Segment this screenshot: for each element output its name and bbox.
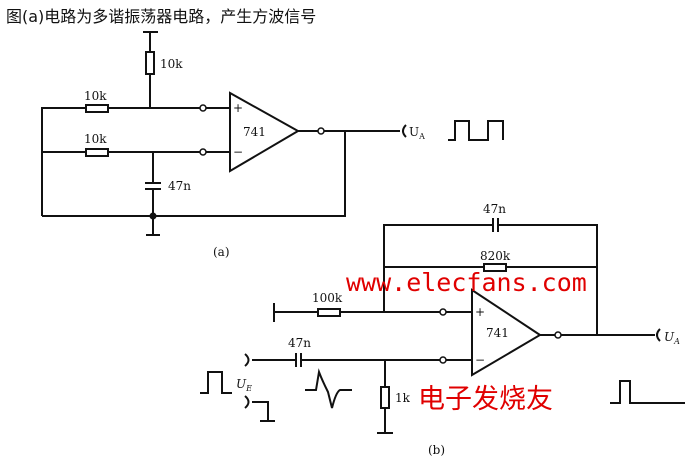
input-connector bbox=[244, 395, 250, 409]
plus-sign: + bbox=[233, 101, 243, 115]
label-a: (a) bbox=[213, 245, 230, 259]
resistor-minus bbox=[85, 148, 109, 157]
wire bbox=[252, 401, 269, 421]
r-ground-label: 1k bbox=[395, 391, 411, 405]
square-wave bbox=[448, 120, 504, 141]
input-label: UE bbox=[236, 377, 252, 393]
r-minus-label: 10k bbox=[84, 132, 107, 146]
differentiated-spike bbox=[305, 368, 352, 409]
output-label: UA bbox=[664, 330, 680, 346]
c-input-label: 47n bbox=[288, 336, 311, 350]
r-plus-label: 10k bbox=[84, 89, 107, 103]
input-pulse bbox=[200, 371, 232, 394]
wire bbox=[498, 224, 598, 335]
terminal bbox=[439, 356, 447, 364]
plus-sign: + bbox=[475, 305, 485, 319]
terminal bbox=[317, 127, 325, 135]
resistor-input bbox=[317, 308, 341, 317]
resistor-plus bbox=[85, 104, 109, 113]
output-connector bbox=[402, 124, 407, 138]
watermark-url: www.elecfans.com bbox=[346, 268, 587, 297]
circuit-a: 10k 10k 10k 47n 741 + − UA (a) bbox=[41, 31, 504, 259]
watermark-name: 电子发烧友 bbox=[418, 384, 553, 415]
minus-sign: − bbox=[233, 145, 243, 159]
r-feedback-label: 820k bbox=[480, 249, 511, 263]
input-connector bbox=[244, 353, 250, 367]
minus-sign: − bbox=[475, 353, 485, 367]
opamp-label: 741 bbox=[486, 326, 509, 340]
opamp bbox=[229, 91, 301, 173]
caption: 图(a)电路为多谐振荡器电路，产生方波信号 bbox=[6, 7, 316, 26]
terminal bbox=[554, 331, 562, 339]
opamp-label: 741 bbox=[243, 125, 266, 139]
r-input-label: 100k bbox=[312, 291, 343, 305]
resistor-top bbox=[145, 51, 155, 75]
opamp bbox=[471, 288, 542, 377]
output-label: UA bbox=[409, 125, 425, 141]
label-b: (b) bbox=[428, 443, 445, 457]
c-feedback-label: 47n bbox=[483, 202, 506, 216]
terminal bbox=[439, 308, 447, 316]
wire bbox=[383, 224, 492, 312]
wire bbox=[42, 131, 346, 217]
resistor-feedback bbox=[483, 263, 507, 272]
r-top-label: 10k bbox=[160, 57, 183, 71]
terminal bbox=[199, 104, 207, 112]
output-connector bbox=[656, 328, 661, 342]
output-pulse bbox=[610, 380, 685, 404]
terminal bbox=[199, 148, 207, 156]
resistor-ground bbox=[380, 386, 390, 409]
capacitor-label: 47n bbox=[168, 179, 191, 193]
wire bbox=[41, 107, 200, 216]
circuit-b: 47n 820k 100k 741 + − UA 47n 1k UE bbox=[200, 202, 685, 457]
